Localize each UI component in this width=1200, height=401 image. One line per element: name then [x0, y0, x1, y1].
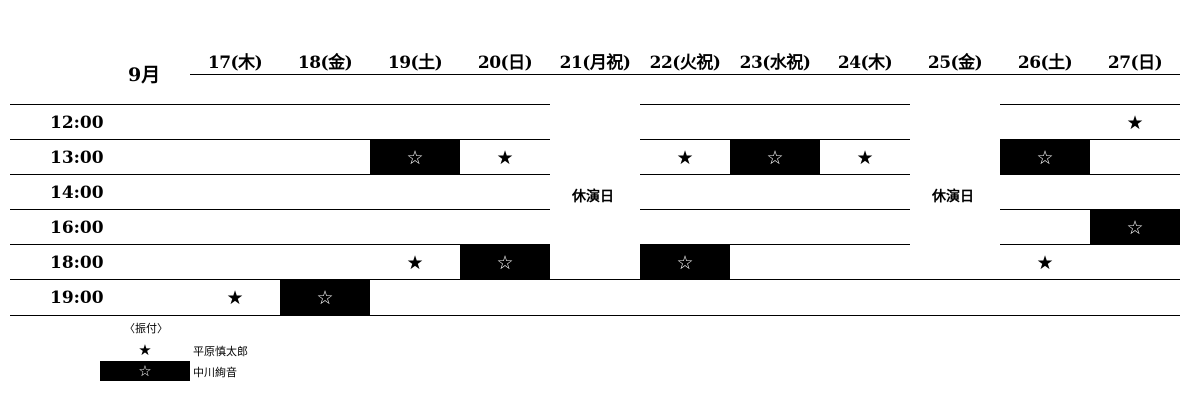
day-header: 22(火祝)	[649, 53, 721, 73]
performance-cell-outline-star-icon: ☆	[1090, 210, 1180, 245]
grid-line	[910, 279, 1000, 280]
grid-line	[1000, 279, 1180, 280]
performance-cell-outline-star-icon: ☆	[640, 245, 730, 280]
legend-title: 〈振付〉	[124, 322, 168, 335]
rest-day-label-25: 休演日	[932, 189, 974, 205]
day-header: 27(日)	[1107, 53, 1163, 73]
performance-cell-filled-star-icon: ★	[226, 286, 244, 309]
month-label: 9月	[128, 64, 161, 86]
performance-cell-filled-star-icon: ★	[676, 146, 694, 169]
grid-line	[640, 139, 910, 140]
grid-line	[10, 104, 550, 105]
legend-star-outline-icon: ☆	[100, 361, 190, 381]
performance-cell-filled-star-icon: ★	[496, 146, 514, 169]
time-label: 16:00	[50, 218, 104, 238]
performance-cell-filled-star-icon: ★	[406, 251, 424, 274]
grid-line	[550, 279, 640, 280]
day-header: 19(土)	[387, 53, 443, 73]
performance-cell-outline-star-icon: ☆	[460, 245, 550, 280]
grid-line	[1000, 209, 1180, 210]
legend-cast-name: 中川絢音	[193, 366, 237, 379]
grid-line	[640, 244, 910, 245]
rest-day-label-21: 休演日	[572, 189, 614, 205]
time-label: 13:00	[50, 148, 104, 168]
time-label: 19:00	[50, 288, 104, 308]
performance-cell-outline-star-icon: ☆	[280, 280, 370, 315]
performance-cell-outline-star-icon: ☆	[370, 140, 460, 175]
grid-line	[1000, 139, 1180, 140]
legend-star-filled-icon: ★	[138, 341, 152, 359]
grid-line	[1000, 174, 1180, 175]
grid-line	[10, 279, 550, 280]
grid-line	[640, 209, 910, 210]
grid-line	[640, 104, 910, 105]
time-label: 12:00	[50, 113, 104, 133]
grid-line	[1000, 104, 1180, 105]
day-header: 24(木)	[837, 53, 893, 73]
legend-cast-name: 平原慎太郎	[193, 345, 248, 358]
day-header: 26(土)	[1017, 53, 1073, 73]
grid-line-bottom	[10, 315, 1180, 316]
performance-cell-filled-star-icon: ★	[1036, 251, 1054, 274]
day-header: 20(日)	[477, 53, 533, 73]
grid-line	[10, 139, 550, 140]
day-header: 18(金)	[297, 53, 353, 73]
grid-line	[640, 279, 910, 280]
performance-cell-outline-star-icon: ☆	[1000, 140, 1090, 175]
time-label: 18:00	[50, 253, 104, 273]
header-rule	[190, 74, 1180, 75]
performance-cell-filled-star-icon: ★	[856, 146, 874, 169]
day-header: 17(木)	[207, 53, 263, 73]
day-header: 25(金)	[927, 53, 983, 73]
performance-cell-filled-star-icon: ★	[1126, 111, 1144, 134]
performance-cell-outline-star-icon: ☆	[730, 140, 820, 175]
grid-line	[10, 244, 550, 245]
grid-line	[10, 174, 550, 175]
day-header: 23(水祝)	[739, 53, 811, 73]
grid-line	[10, 209, 550, 210]
day-header: 21(月祝)	[559, 53, 631, 73]
time-label: 14:00	[50, 183, 104, 203]
